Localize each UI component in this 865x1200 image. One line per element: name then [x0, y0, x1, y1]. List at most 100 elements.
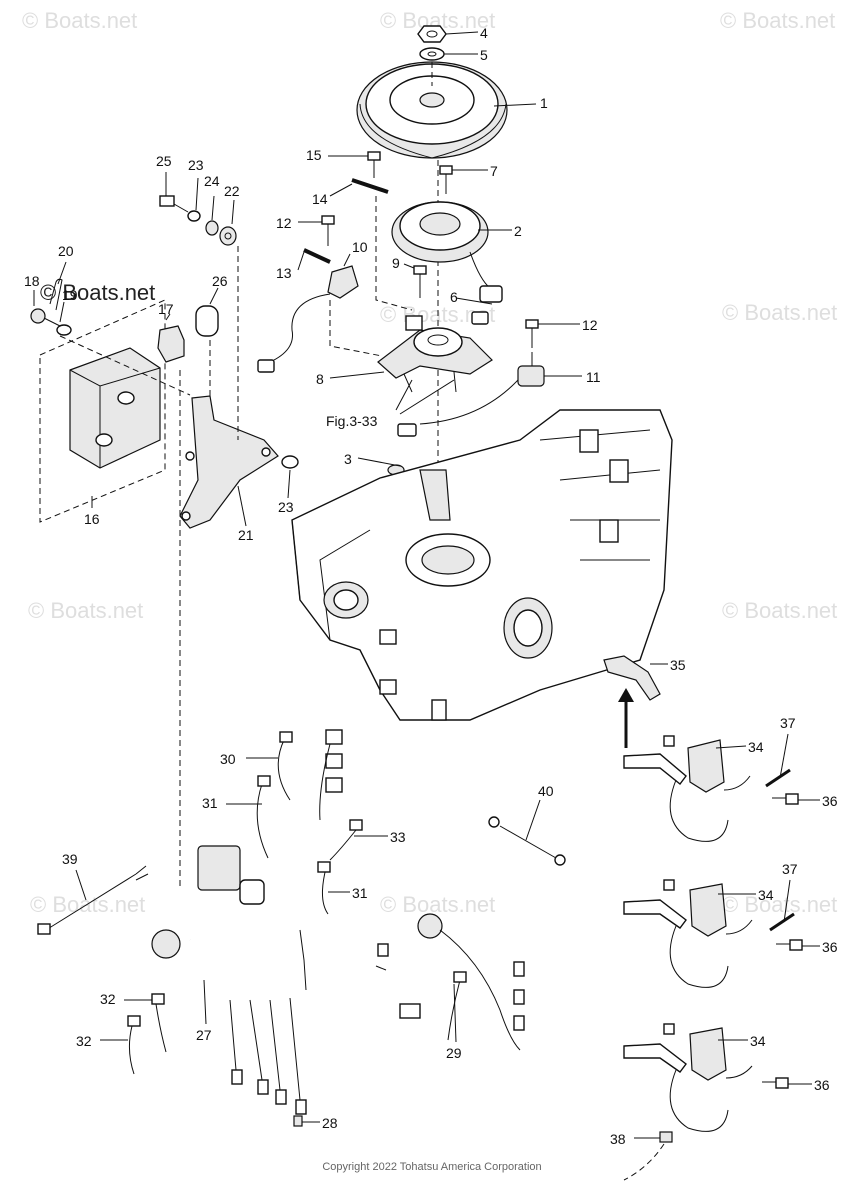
watermark: © Boats.net [720, 8, 835, 33]
callout: 20 [58, 243, 74, 259]
callout: 34 [758, 887, 774, 903]
callout: 19 [62, 287, 78, 303]
watermark: © Boats.net [22, 8, 137, 33]
stator-bolt [439, 165, 453, 194]
callout: 34 [748, 739, 764, 755]
callout: 34 [750, 1033, 766, 1049]
callout: 11 [586, 369, 601, 385]
coil-bolt [762, 1077, 789, 1089]
clamp-screw [367, 151, 381, 178]
wire-harness [151, 759, 525, 1115]
cdi-bracket [179, 395, 279, 529]
callout: 8 [316, 371, 324, 387]
callout: 17 [158, 301, 174, 317]
figure-reference: Fig.3-33 [326, 413, 378, 429]
callout: 25 [156, 153, 172, 169]
assembly-arrow [618, 688, 634, 748]
callout: 21 [238, 527, 254, 543]
callout: 36 [822, 793, 838, 809]
callout: 32 [76, 1033, 92, 1049]
callout: 9 [392, 255, 400, 271]
cap [195, 305, 219, 337]
wire-clamp [303, 248, 331, 264]
flywheel-nut [417, 25, 447, 43]
wire-band [151, 993, 167, 1053]
terminal [293, 1115, 303, 1127]
wire-band [317, 861, 331, 915]
callout: 5 [480, 47, 488, 63]
washer-lower [281, 455, 299, 469]
base-plate [377, 315, 493, 393]
callout: 36 [822, 939, 838, 955]
wire-band [447, 971, 467, 1041]
ignition-coil [623, 735, 751, 842]
sensor-screw [525, 319, 539, 348]
callout: 7 [490, 163, 498, 179]
coil-pin [769, 912, 795, 932]
pulser-screw [321, 215, 335, 246]
callout: 16 [84, 511, 100, 527]
callout-labels: 1 2 3 4 5 6 7 8 9 10 11 12 12 13 14 15 1… [24, 25, 838, 1147]
callout: 10 [352, 239, 368, 255]
collar [219, 226, 237, 246]
terminal-cap [623, 1131, 673, 1181]
callout: 39 [62, 851, 78, 867]
callout: 30 [220, 751, 236, 767]
callout: 33 [390, 829, 406, 845]
watermark: © Boats.net [722, 300, 837, 325]
callout: 38 [610, 1131, 626, 1147]
wire-band [127, 1015, 141, 1075]
wire-band [277, 731, 293, 801]
callout: 29 [446, 1045, 462, 1061]
wire-band [256, 775, 271, 859]
callout: 31 [202, 795, 218, 811]
stator [391, 201, 503, 325]
callout: 15 [306, 147, 322, 163]
callout: 37 [780, 715, 796, 731]
leader-lines [33, 31, 820, 1139]
cdi-unit-group [39, 299, 166, 523]
callout: 35 [670, 657, 686, 673]
ground-strap [49, 278, 63, 311]
callout: 40 [538, 783, 554, 799]
callout: 27 [196, 1027, 212, 1043]
cdi-screw [30, 308, 61, 327]
callout: 31 [352, 885, 368, 901]
callout: 23 [278, 499, 294, 515]
ground-wire [488, 816, 566, 866]
coil-bolt [772, 793, 799, 805]
connector-cluster [319, 729, 343, 821]
cdi-washer [56, 324, 72, 336]
plate-screw [413, 265, 427, 298]
callout: 12 [582, 317, 598, 333]
callout: 18 [24, 273, 40, 289]
pulser-coil [257, 265, 359, 373]
grommet [205, 220, 219, 236]
watermark: © Boats.net [722, 598, 837, 623]
watermark: © Boats.net [380, 892, 495, 917]
lead-wire [37, 865, 149, 935]
callout: 22 [224, 183, 240, 199]
wire-clamp [351, 178, 389, 194]
washer [187, 210, 201, 222]
callout: 26 [212, 273, 228, 289]
plug-cap [603, 655, 661, 701]
callout: 2 [514, 223, 522, 239]
bracket-bolt [159, 195, 189, 213]
callout: 1 [540, 95, 548, 111]
callout: 28 [322, 1115, 338, 1131]
callout: 32 [100, 991, 116, 1007]
wire-band [329, 819, 363, 861]
callout: 23 [188, 157, 204, 173]
flywheel [356, 61, 508, 159]
callout: 6 [450, 289, 458, 305]
callout: 3 [344, 451, 352, 467]
coil-bolt [776, 939, 803, 951]
callout: 4 [480, 25, 488, 41]
callout: 24 [204, 173, 220, 189]
callout: 12 [276, 215, 292, 231]
rubber-cap [157, 325, 185, 363]
watermark: © Boats.net [28, 598, 143, 623]
ignition-coil [623, 879, 753, 988]
